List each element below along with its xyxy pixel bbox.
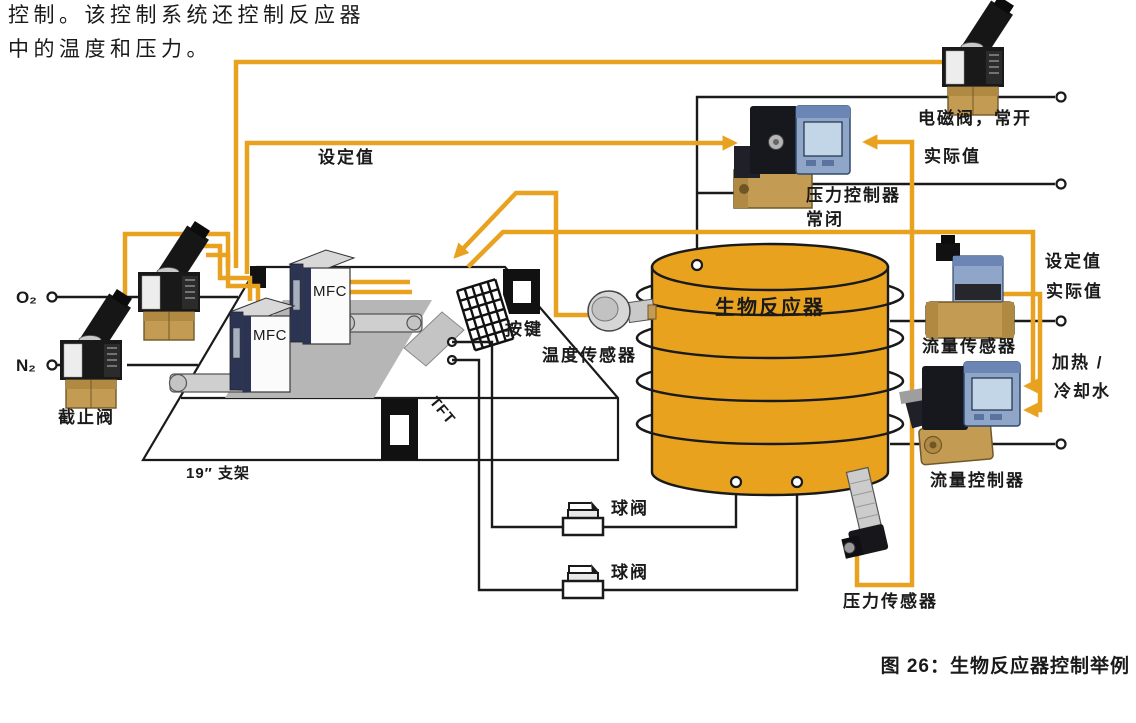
intro-line-2: 中的温度和压力。 <box>8 38 212 61</box>
signal-temp-actual <box>453 190 600 318</box>
actual-right-label: 实际值 <box>1046 281 1103 301</box>
reactor-port-bottom-1 <box>729 475 743 489</box>
shutoff-valve-label: 截止阀 <box>58 407 115 427</box>
flow-controller <box>899 361 1021 466</box>
reactor-title: 生物反应器 <box>715 295 825 319</box>
rack-bracket-front <box>381 399 418 460</box>
ball-valve-1-line <box>452 340 738 529</box>
reactor-top <box>650 242 890 292</box>
reactor-body <box>650 265 890 497</box>
flow-controller-label: 流量控制器 <box>930 470 1025 490</box>
rack-bracket-left <box>250 266 266 288</box>
ball-valve-upper <box>561 499 605 537</box>
mfc-back-label: MFC <box>313 283 347 300</box>
keypad-icon <box>453 275 518 355</box>
signal-solenoid <box>233 59 944 268</box>
solenoid-label: 电磁阀，常开 <box>918 108 1032 128</box>
heating-label-2: 冷却水 <box>1054 381 1111 401</box>
signal-setpoint-pressure <box>244 135 738 274</box>
setpoint-right-label: 设定值 <box>1045 251 1102 271</box>
ball-valve-lower <box>561 562 605 600</box>
heating-label-1: 加热 / <box>1051 352 1103 372</box>
reactor-port-top <box>690 258 704 272</box>
mfc-front-label: MFC <box>253 327 287 344</box>
pressure-sensor <box>841 466 889 559</box>
pressure-controller-nc-label: 常闭 <box>806 209 844 229</box>
controller-screen <box>803 121 843 157</box>
setpoint-left-label: 设定值 <box>318 147 375 167</box>
figure-caption: 图 26：生物反应器控制举例 <box>881 654 1130 677</box>
temp-sensor-label: 温度传感器 <box>542 345 637 365</box>
intro-line-1: 控制。该控制系统还控制反应器 <box>8 4 365 27</box>
controller-screen <box>971 377 1013 411</box>
flow-sensor <box>925 235 1015 339</box>
pressure-controller <box>733 105 851 209</box>
pressure-sensor-label: 压力传感器 <box>843 591 938 611</box>
o2-shutoff-valve <box>137 218 215 341</box>
pressure-controller-label: 压力控制器 <box>806 185 901 205</box>
flow-sensor-label: 流量传感器 <box>922 336 1017 356</box>
signal-mfc <box>350 279 412 295</box>
n2-shutoff-valve <box>59 286 137 409</box>
temperature-sensor <box>587 290 657 332</box>
ball-valve-2-line <box>452 358 799 592</box>
keys-label: 按键 <box>505 319 543 339</box>
actual-left-label: 实际值 <box>924 146 981 166</box>
signal-lines <box>122 59 1043 588</box>
line-terminals <box>46 91 1067 450</box>
signal-n2-coil <box>122 231 231 306</box>
rack-frame-label: 19″ 支架 <box>186 464 250 482</box>
reactor-port-bottom-2 <box>790 475 804 489</box>
signal-pressure-actual <box>854 134 915 588</box>
ball-valve-upper-label: 球阀 <box>611 498 649 518</box>
n2-label: N₂ <box>16 356 36 375</box>
o2-label: O₂ <box>16 288 37 307</box>
bioreactor: 生物反应器 <box>635 242 905 497</box>
signal-bundle <box>206 252 261 308</box>
signal-setpoint-flow <box>466 229 1039 394</box>
signal-flow-actual <box>1000 291 1043 418</box>
rack-bracket-top-right <box>503 269 540 314</box>
ball-valve-lower-label: 球阀 <box>611 562 649 582</box>
tft-display <box>403 311 465 367</box>
